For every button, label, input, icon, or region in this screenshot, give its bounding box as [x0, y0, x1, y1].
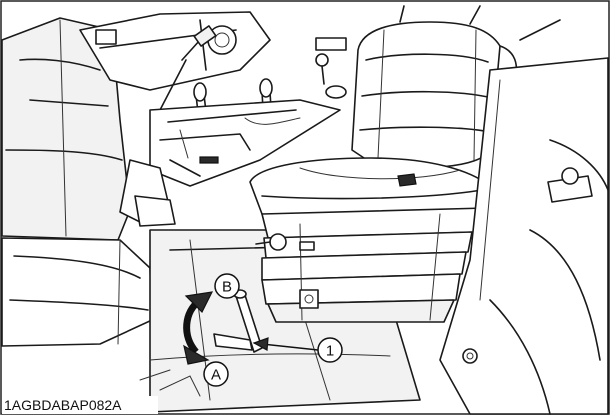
dashboard-area [79, 11, 271, 91]
left-fender [1, 237, 153, 347]
caption-backdrop [2, 396, 158, 414]
left-console [119, 99, 341, 227]
callout-1: 1 [317, 337, 343, 363]
curved-double-arrow-icon [183, 291, 214, 365]
callout-a: A [203, 361, 229, 387]
leader-arrow-icon [252, 337, 319, 351]
callout-1-label: 1 [326, 343, 334, 360]
callout-b-label: B [222, 279, 232, 296]
seat-suspension [255, 207, 487, 323]
callout-b: B [214, 273, 240, 299]
callout-a-label: A [211, 367, 221, 384]
cab-left-pillar [1, 17, 131, 241]
right-cab-wall [439, 57, 609, 415]
rear-cab-wall [315, 5, 561, 51]
figure-code: 1AGBDABAP082A [4, 397, 122, 413]
